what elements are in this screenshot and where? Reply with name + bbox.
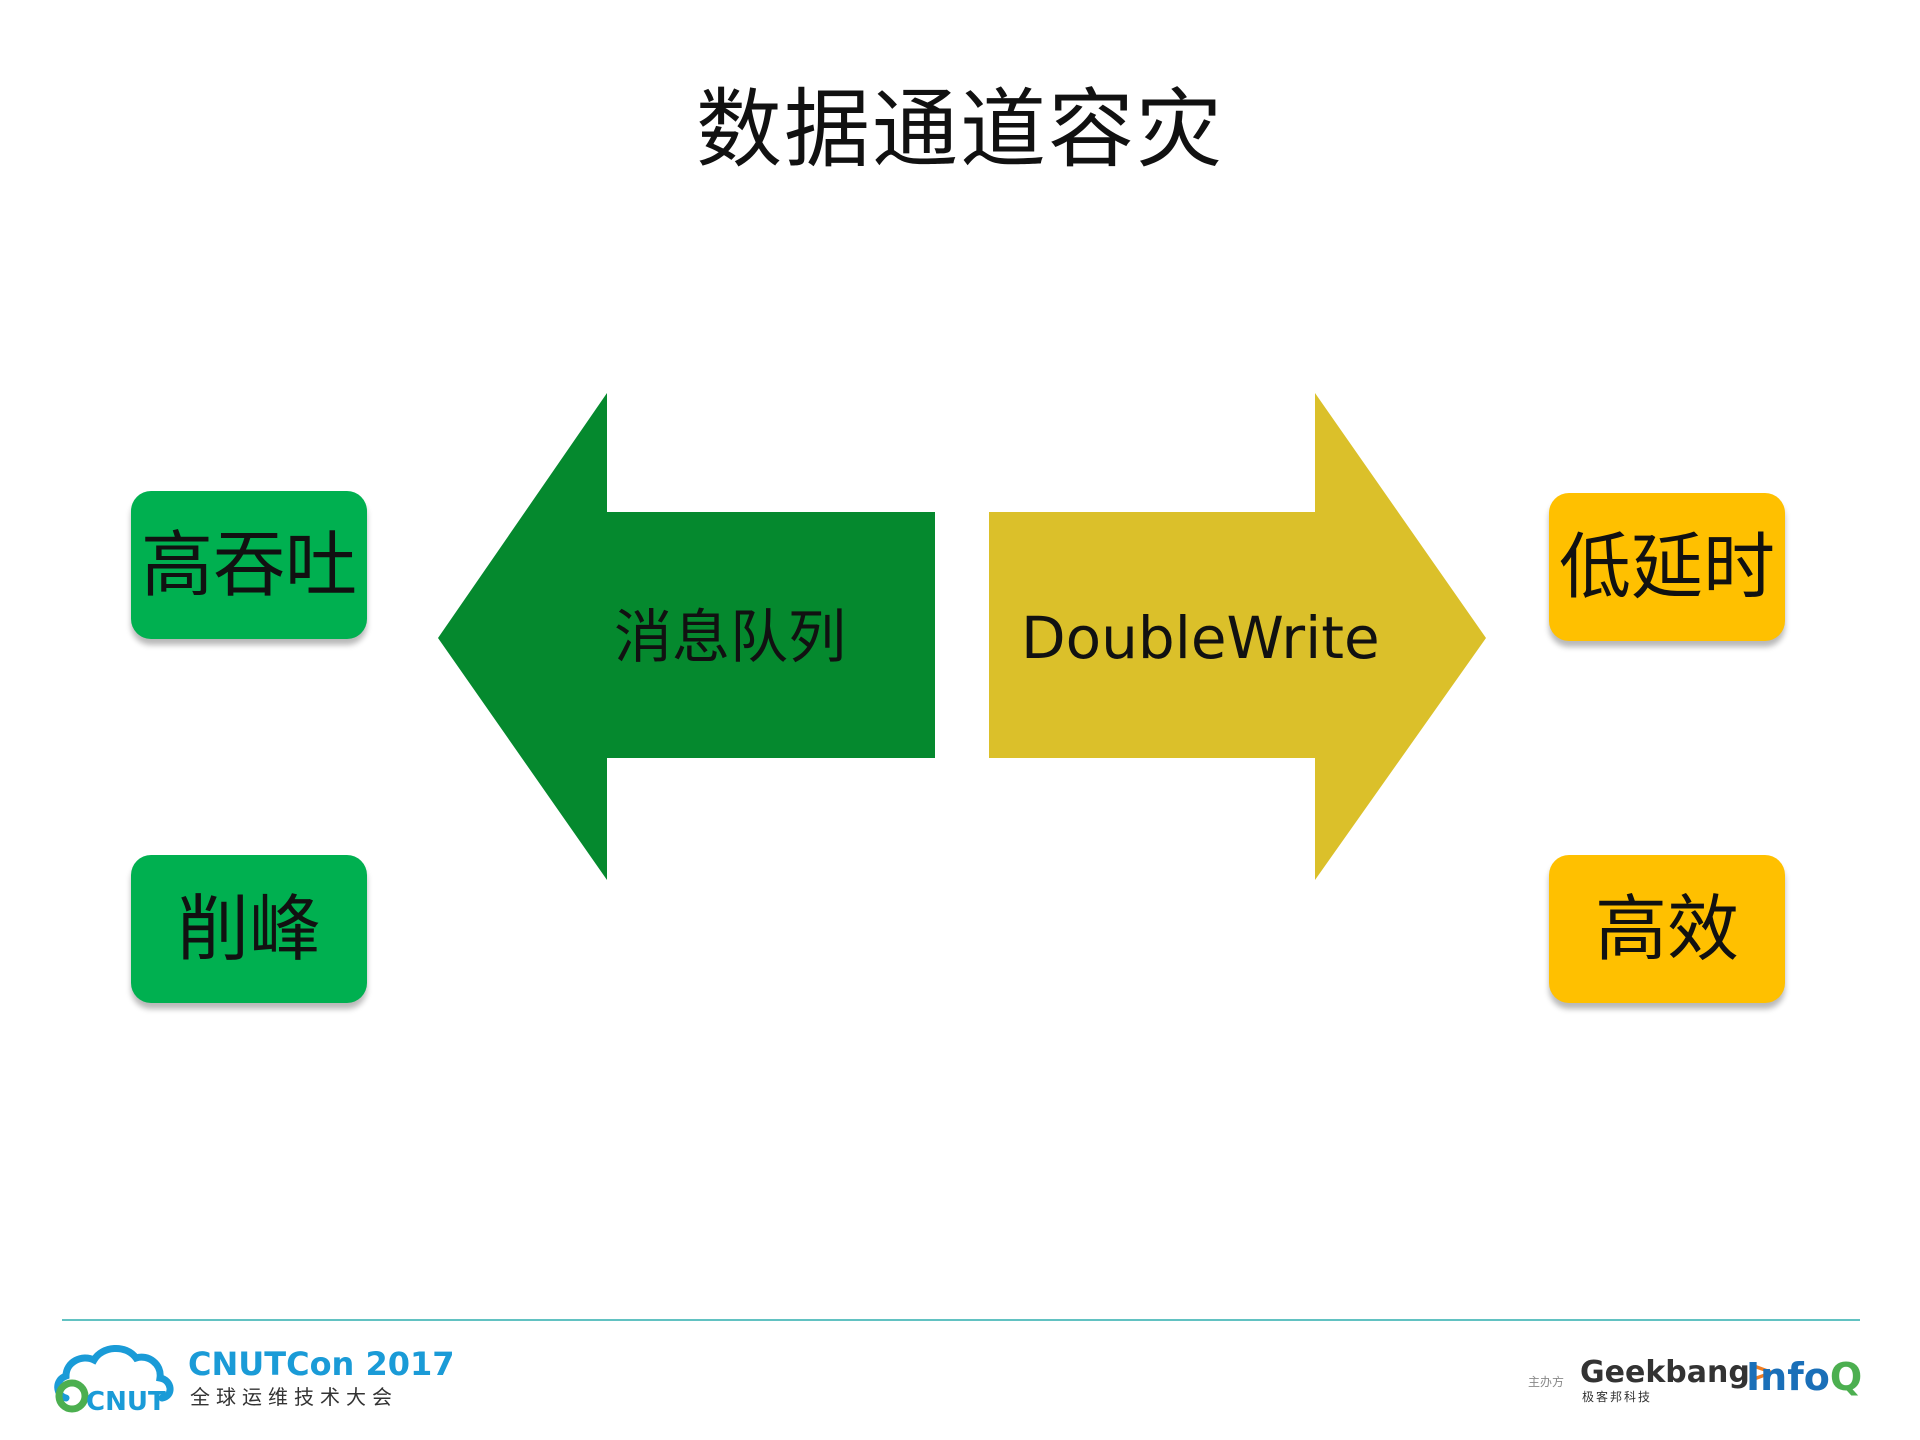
feature-box-peak-shaving: 削峰	[131, 855, 367, 1003]
geekbang-arrow: >.	[1749, 1355, 1787, 1390]
right-arrow-shape	[989, 393, 1486, 880]
feature-box-label: 高吞吐	[140, 523, 357, 607]
feature-box-low-latency: 低延时	[1549, 493, 1785, 641]
event-name: CNUTCon 2017	[188, 1345, 455, 1383]
infoq-logo: InfoQ	[1746, 1356, 1862, 1398]
feature-box-high-throughput: 高吞吐	[131, 491, 367, 639]
right-arrow-label: DoubleWrite	[1021, 604, 1380, 672]
cnut-mark-text: CNUT	[86, 1387, 166, 1417]
geekbang-subtitle: 极客邦科技	[1582, 1390, 1653, 1404]
host-label: 主办方	[1528, 1375, 1565, 1389]
feature-box-label: 削峰	[176, 887, 321, 971]
geekbang-name: Geekbang>.	[1580, 1357, 1786, 1389]
cnutcon-logo: CNUT CNUTCon 2017 全球运维技术大会	[52, 1340, 455, 1420]
infoq-name: Info	[1746, 1355, 1830, 1399]
left-arrow-label: 消息队列	[614, 603, 847, 671]
left-arrow-shape	[438, 393, 935, 880]
cloud-logo-icon: CNUT	[54, 1345, 174, 1417]
feature-box-label: 高效	[1594, 887, 1739, 971]
slide-title: 数据通道容灾	[696, 80, 1224, 180]
feature-box-efficiency: 高效	[1549, 855, 1785, 1003]
feature-box-label: 低延时	[1558, 525, 1775, 609]
infoq-q: Q	[1829, 1355, 1863, 1399]
footer-divider	[62, 1319, 1860, 1321]
geekbang-logo: Geekbang>. 极客邦科技	[1580, 1357, 1786, 1405]
geekbang-name-text: Geekbang	[1580, 1355, 1750, 1390]
event-subtitle: 全球运维技术大会	[190, 1385, 398, 1409]
